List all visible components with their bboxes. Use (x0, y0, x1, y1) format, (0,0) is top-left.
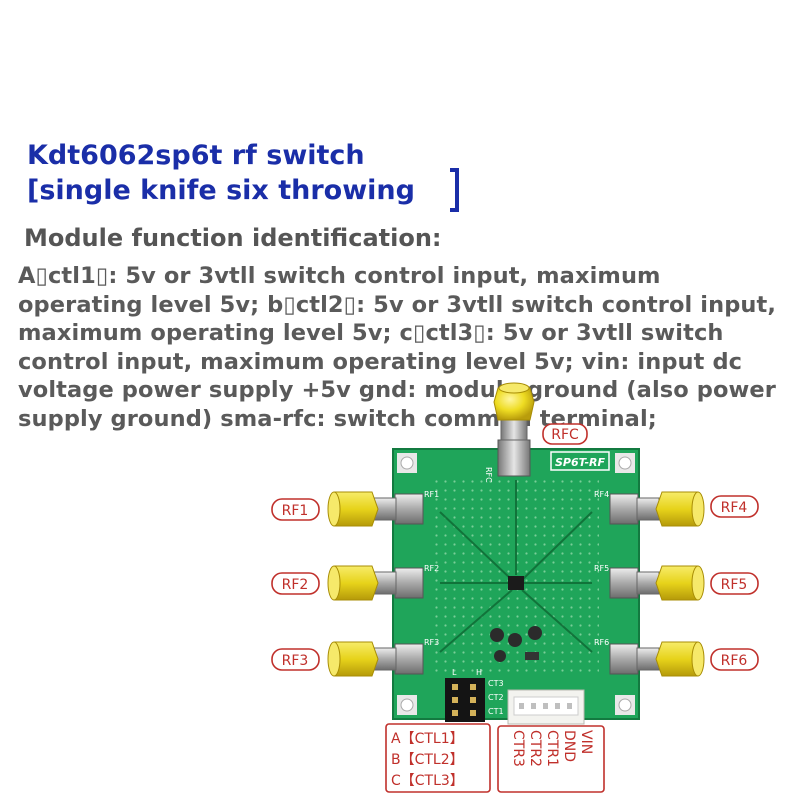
connector-label-ctr1: CTR1 (544, 730, 560, 767)
callout-rf5: RF5 (721, 577, 748, 593)
sma-rf4-connector (609, 491, 705, 527)
connector-label-ctr3: CTR3 (510, 730, 526, 767)
silk-h: H (476, 668, 482, 677)
silk-rf6: RF6 (594, 638, 609, 647)
silk-rf5: RF5 (594, 564, 609, 573)
connector-label-vin: VIN (578, 730, 594, 754)
silk-ct3: CT3 (488, 679, 504, 688)
callout-rf3: RF3 (282, 653, 309, 669)
ctl-label-c: C【CTL3】 (391, 773, 464, 789)
silk-l: L (452, 668, 457, 677)
silk-rfc: RFC (484, 467, 493, 483)
product-title-line1: Kdt6062sp6t rf switch (27, 140, 365, 171)
silk-ct2: CT2 (488, 693, 504, 702)
sma-rf2-connector (327, 565, 424, 601)
closing-bracket-icon (450, 168, 459, 212)
sma-rf6-connector (609, 641, 705, 677)
silk-ct1: CT1 (488, 707, 504, 716)
connector-label-dnd: DND (561, 730, 577, 762)
connector-label-box (497, 725, 605, 793)
pin-header (445, 678, 485, 722)
connector-label-ctr2: CTR2 (527, 730, 543, 767)
function-description: A▯ctl1▯: 5v or 3vtll switch control inpu… (18, 263, 777, 432)
silk-rf4: RF4 (594, 490, 609, 499)
callout-rf4: RF4 (721, 500, 748, 516)
sma-rf3-connector (327, 641, 424, 677)
power-connector (507, 689, 585, 725)
board-name: SP6T-RF (555, 456, 606, 469)
switch-chip (508, 576, 524, 590)
silk-rf3: RF3 (424, 638, 439, 647)
callout-rf1: RF1 (282, 503, 309, 519)
ctl-label-box (385, 723, 491, 793)
silk-rf2: RF2 (424, 564, 439, 573)
section-subtitle: Module function identification: (24, 224, 442, 252)
product-title-line2: [single knife six throwing (27, 175, 415, 206)
ctl-label-a: A【CTL1】 (391, 731, 464, 747)
callout-rf2: RF2 (282, 577, 309, 593)
ctl-label-b: B【CTL2】 (391, 752, 464, 768)
sma-rf5-connector (609, 565, 705, 601)
sma-rfc-connector (493, 382, 535, 477)
silk-rf1: RF1 (424, 490, 439, 499)
sma-rf1-connector (327, 491, 424, 527)
callout-rfc: RFC (551, 427, 579, 443)
callout-rf6: RF6 (721, 653, 748, 669)
